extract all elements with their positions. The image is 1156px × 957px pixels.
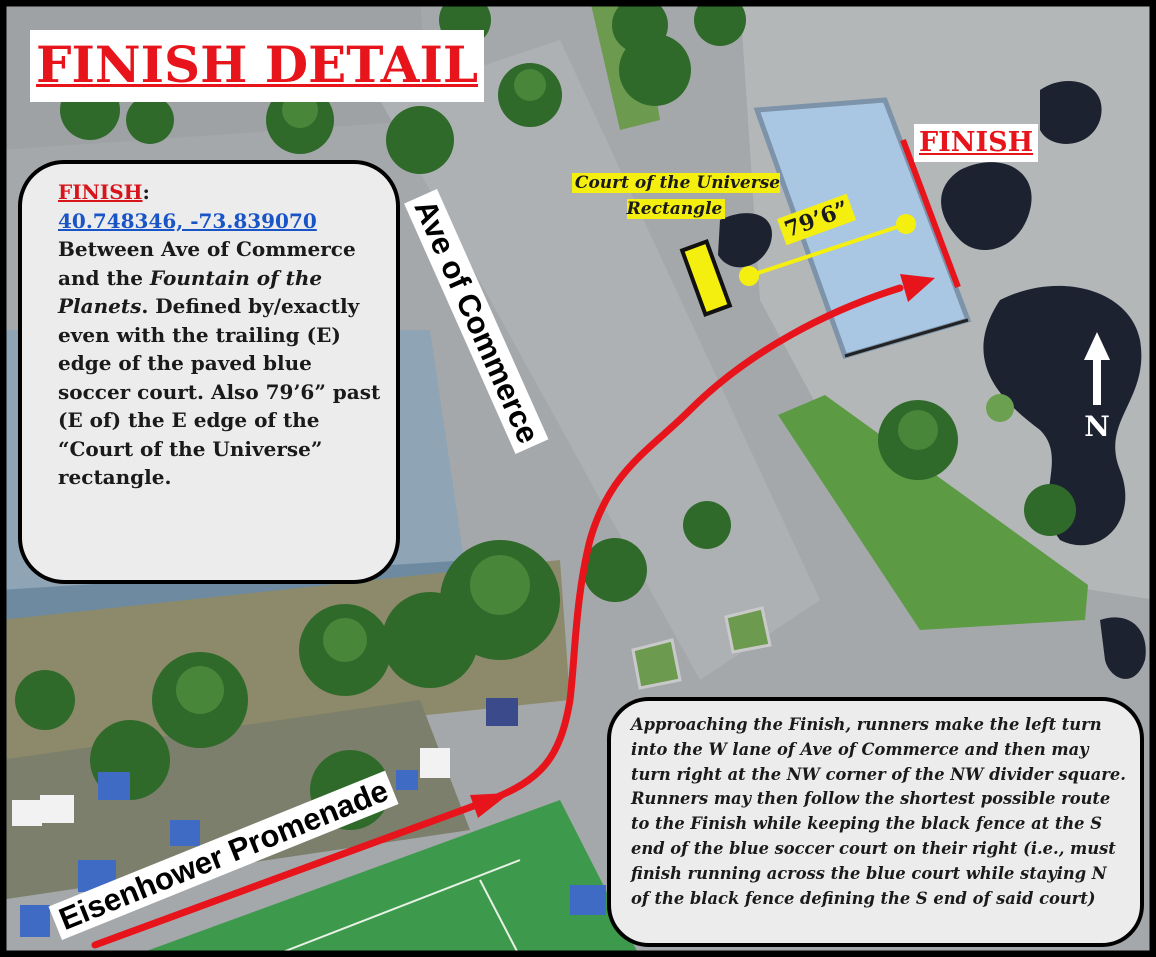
finish-description-part2: . Defined by/exactly even with the trail… (58, 294, 381, 489)
finish-line (900, 138, 961, 289)
measurement-endpoint (896, 214, 916, 234)
fountain-pool (1040, 81, 1102, 144)
fountain-name: Fountain of the Planets (58, 265, 323, 319)
finish-heading-colon: : (142, 180, 150, 204)
route-arrow-icon (470, 793, 510, 818)
court-of-universe-label: Court of the Universe Rectangle (560, 170, 792, 222)
finish-label: FINISH (914, 124, 1039, 162)
finish-description-part1: Between Ave of Commerce and the (58, 237, 356, 290)
grass-circle (986, 394, 1014, 422)
measurement-line (748, 222, 907, 278)
north-arrow-icon (1084, 332, 1110, 360)
fountain-pool (1100, 617, 1146, 679)
field-line (269, 859, 521, 957)
divider-square (724, 606, 772, 654)
page-title: FINISH DETAIL (30, 30, 485, 102)
field-line (479, 879, 521, 957)
finish-heading: FINISH (58, 180, 143, 204)
route-line (91, 284, 904, 949)
north-label: N (1084, 410, 1110, 443)
route-note-box: Approaching the Finish, runners make the… (607, 697, 1144, 947)
court-fence (844, 318, 969, 358)
fountain-pool (941, 162, 1032, 250)
divider-square (631, 638, 682, 690)
finish-coordinates[interactable]: 40.748346, -73.839070 (58, 208, 317, 233)
grass-triangle (778, 395, 1088, 630)
sports-field (130, 800, 640, 957)
court-of-universe-rectangle (679, 239, 733, 317)
finish-info-box: FINISH: 40.748346, -73.839070 Between Av… (18, 160, 400, 584)
fountain-pool (718, 213, 772, 268)
court-of-universe-label-text: Court of the Universe Rectangle (571, 173, 781, 219)
route-arrow-icon (900, 274, 935, 302)
measurement-endpoint (739, 266, 759, 286)
